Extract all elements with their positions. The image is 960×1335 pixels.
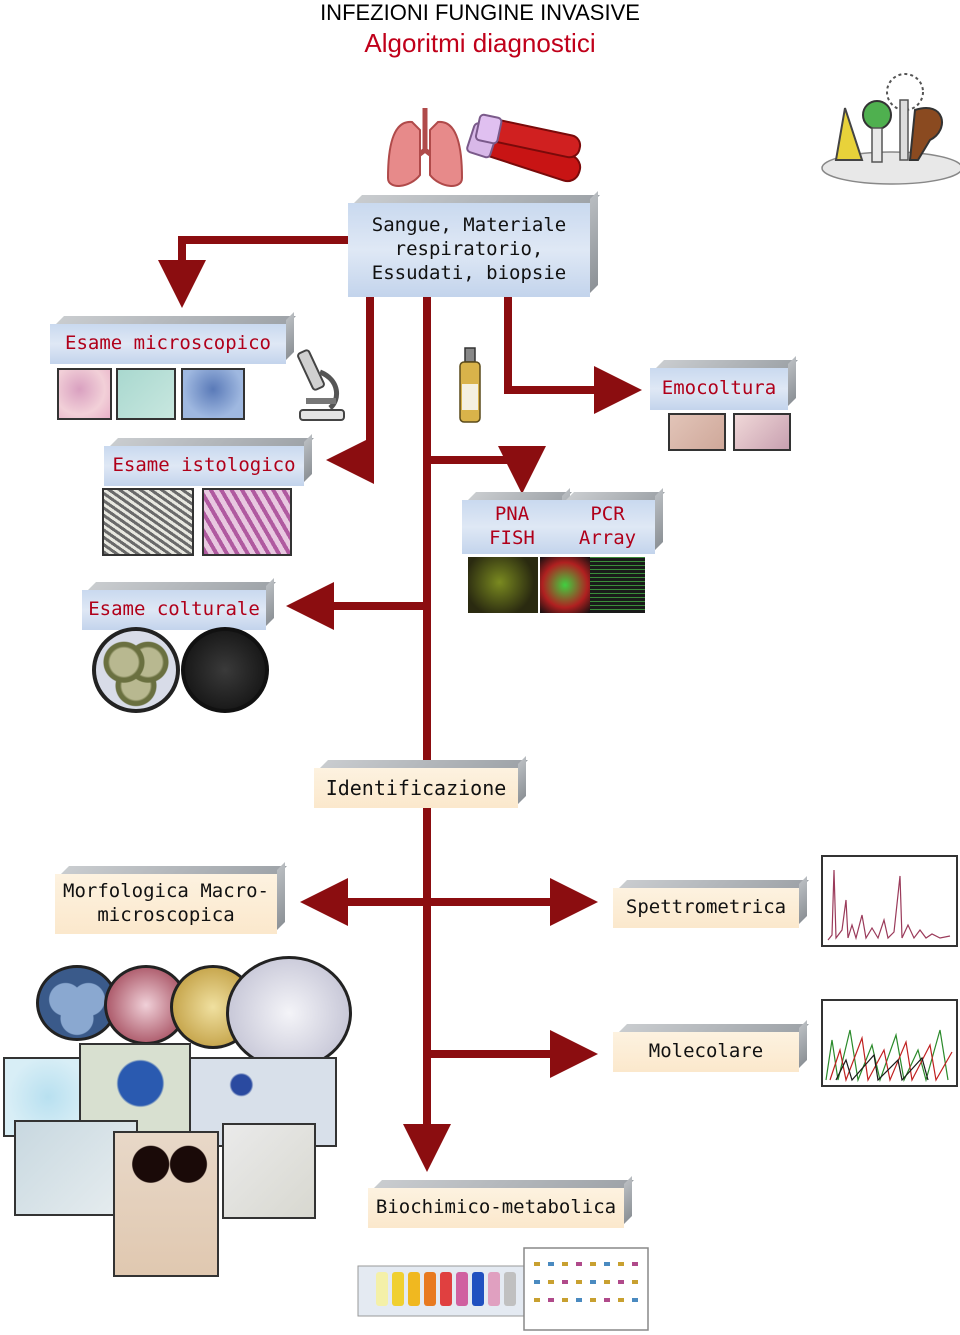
microscopy-image-3 bbox=[181, 368, 245, 420]
microscopy-image-1 bbox=[57, 368, 112, 420]
morphology-node: Morfologica Macro-microscopica bbox=[55, 874, 277, 934]
histology-image-1 bbox=[102, 488, 194, 556]
pcr-array-image bbox=[590, 557, 645, 613]
culture-plate-2 bbox=[181, 627, 269, 713]
fish-image-2 bbox=[540, 557, 590, 613]
diagram-title: INFEZIONI FUNGINE INVASIVE bbox=[320, 0, 640, 25]
culture-plate-1 bbox=[92, 627, 180, 713]
pna-fish-node: PNA FISH bbox=[462, 500, 562, 554]
micro-image-6 bbox=[222, 1123, 316, 1219]
arrow-to-molecular-tests bbox=[427, 446, 546, 494]
arrow-to-microscopic bbox=[158, 236, 348, 308]
fish-image-1 bbox=[468, 557, 538, 613]
pcr-array-node: PCR Array bbox=[560, 500, 655, 554]
microscopy-image-2 bbox=[116, 368, 176, 420]
culture-exam-node: Esame colturale bbox=[82, 590, 266, 630]
molecular-node: Molecolare bbox=[613, 1032, 799, 1072]
histology-image-2 bbox=[202, 488, 292, 556]
arrow-to-blood-culture bbox=[504, 297, 642, 414]
colony-image-4 bbox=[226, 956, 352, 1070]
histology-exam-node: Esame istologico bbox=[104, 446, 304, 486]
blood-culture-image-2 bbox=[733, 413, 791, 451]
micro-image-5 bbox=[113, 1131, 219, 1277]
blood-culture-image-1 bbox=[668, 413, 726, 451]
diagram-subtitle: Algoritmi diagnostici bbox=[364, 28, 596, 58]
specimens-node: Sangue, Materiale respiratorio, Essudati… bbox=[348, 203, 590, 297]
blood-culture-node: Emocoltura bbox=[650, 368, 788, 410]
microscopic-exam-node: Esame microscopico bbox=[50, 324, 286, 364]
arrow-to-histology bbox=[326, 297, 374, 484]
spectrometry-node: Spettrometrica bbox=[613, 888, 799, 928]
biochemical-node: Biochimico-metabolica bbox=[368, 1188, 624, 1228]
identification-node: Identificazione bbox=[314, 768, 518, 808]
colony-image-1 bbox=[36, 965, 118, 1041]
